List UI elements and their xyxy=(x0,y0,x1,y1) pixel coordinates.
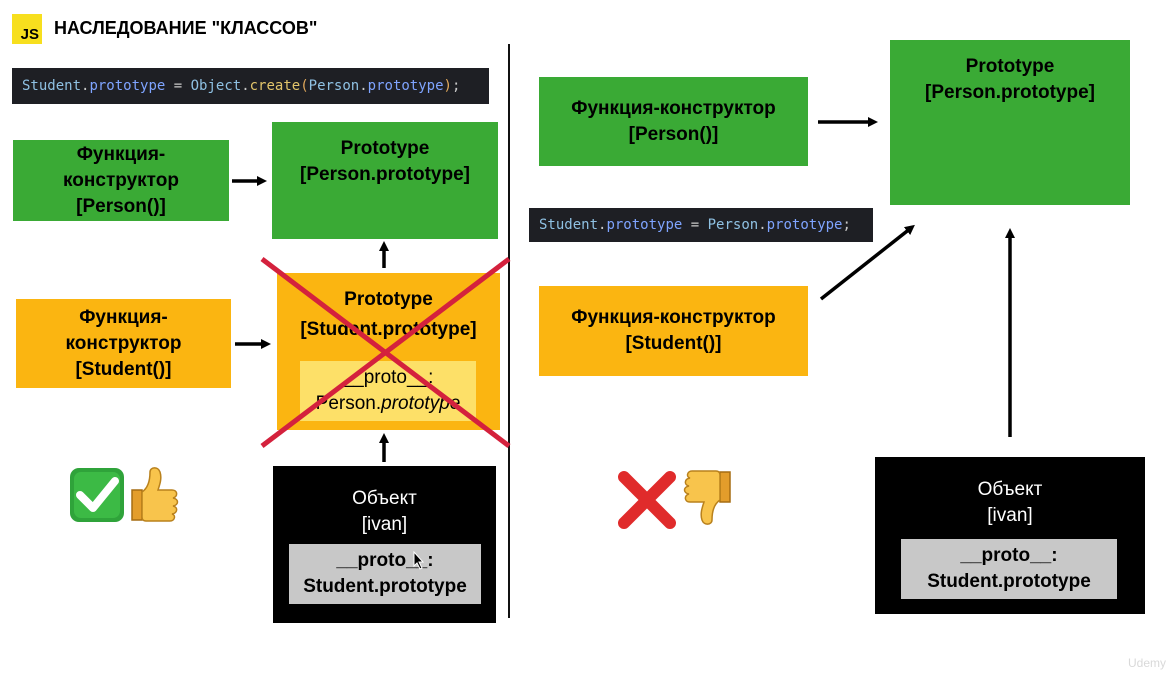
student-constructor-box-right: Функция-конструктор [Student()] xyxy=(539,286,808,376)
page-title: НАСЛЕДОВАНИЕ "КЛАССОВ" xyxy=(54,18,318,38)
proto-value-part: Person. xyxy=(315,393,382,414)
code-token: Student xyxy=(22,78,82,94)
code-token: = xyxy=(682,217,708,233)
box-line: [Person()] xyxy=(76,195,166,217)
student-constructor-box: Функция- конструктор [Student()] xyxy=(16,299,231,388)
code-token: ; xyxy=(842,217,851,233)
box-line: конструктор xyxy=(65,332,182,354)
person-constructor-box-right: Функция-конструктор [Person()] xyxy=(539,77,808,166)
person-constructor-box: Функция- конструктор [Person()] xyxy=(13,140,229,221)
proto-label: __proto__: xyxy=(336,550,434,571)
code-token: . xyxy=(598,217,607,233)
code-token: ( xyxy=(300,78,309,94)
box-line: Функция- xyxy=(76,143,166,165)
mouse-cursor-icon xyxy=(413,550,425,570)
box-line: [Person.prototype] xyxy=(925,82,1095,103)
js-logo: JS xyxy=(12,14,42,44)
js-logo-text: JS xyxy=(20,26,39,43)
proto-value-part: prototype xyxy=(381,393,461,414)
code-token: Object xyxy=(190,78,242,94)
code-snippet-left: Student.prototype = Object.create(Person… xyxy=(12,68,489,104)
proto-label: __proto__: xyxy=(960,545,1058,566)
proto-link-box: __proto__: Person.prototype xyxy=(300,361,476,421)
box-line: Prototype xyxy=(344,289,433,310)
code-token: . xyxy=(241,78,250,94)
code-token: = xyxy=(165,78,191,94)
box-line: Prototype xyxy=(340,138,430,159)
person-prototype-box: Prototype [Person.prototype] xyxy=(272,122,498,239)
code-token: ; xyxy=(451,78,461,94)
box-line: Объект xyxy=(977,479,1043,500)
code-token: . xyxy=(359,78,368,94)
code-token: prototype xyxy=(367,78,444,94)
code-token: prototype xyxy=(89,78,166,94)
code-token: create xyxy=(249,78,301,94)
code-token: ) xyxy=(443,78,452,94)
person-prototype-box-right: Prototype [Person.prototype] xyxy=(890,40,1130,205)
code-token: . xyxy=(81,78,90,94)
box-line: [Student()] xyxy=(75,358,172,380)
cross-mark-icon xyxy=(618,471,676,529)
arrow xyxy=(819,224,915,301)
proto-value: Person.prototype xyxy=(316,391,461,417)
object-ivan-box-right: Объект [ivan] __proto__: Student.prototy… xyxy=(875,457,1145,614)
box-line: [ivan] xyxy=(361,514,408,535)
code-token: prototype xyxy=(606,217,683,233)
crossed-out-mark xyxy=(260,257,511,448)
code-token: Person xyxy=(308,78,360,94)
code-token: . xyxy=(758,217,767,233)
box-line: Prototype xyxy=(965,56,1055,77)
box-line: Функция- xyxy=(79,306,168,328)
thumbs-up-icon xyxy=(131,467,179,522)
proto-link-box: __proto__: Student.prototype xyxy=(289,544,481,604)
proto-link-box: __proto__: Student.prototype xyxy=(901,539,1117,599)
code-snippet-right: Student.prototype = Person.prototype; xyxy=(529,208,873,242)
box-line: [Person()] xyxy=(628,123,719,145)
box-line: Функция-конструктор xyxy=(571,307,776,328)
box-line: конструктор xyxy=(63,169,179,191)
check-mark-icon xyxy=(70,468,124,522)
code-token: Student xyxy=(539,217,599,233)
box-line: Объект xyxy=(352,488,417,509)
box-line: [Student()] xyxy=(625,333,722,354)
code-token: Person xyxy=(707,217,759,233)
watermark: Udemy xyxy=(1128,656,1167,670)
box-line: Функция-конструктор xyxy=(571,97,776,119)
proto-value: Student.prototype xyxy=(927,571,1091,592)
object-ivan-box-left: Объект [ivan] __proto__: Student.prototy… xyxy=(273,466,496,623)
box-line: [Person.prototype] xyxy=(300,164,470,185)
divider xyxy=(508,44,510,618)
proto-value: Student.prototype xyxy=(303,576,467,597)
thumbs-down-icon xyxy=(683,470,731,525)
code-token: prototype xyxy=(766,217,843,233)
box-line: [ivan] xyxy=(987,505,1033,526)
